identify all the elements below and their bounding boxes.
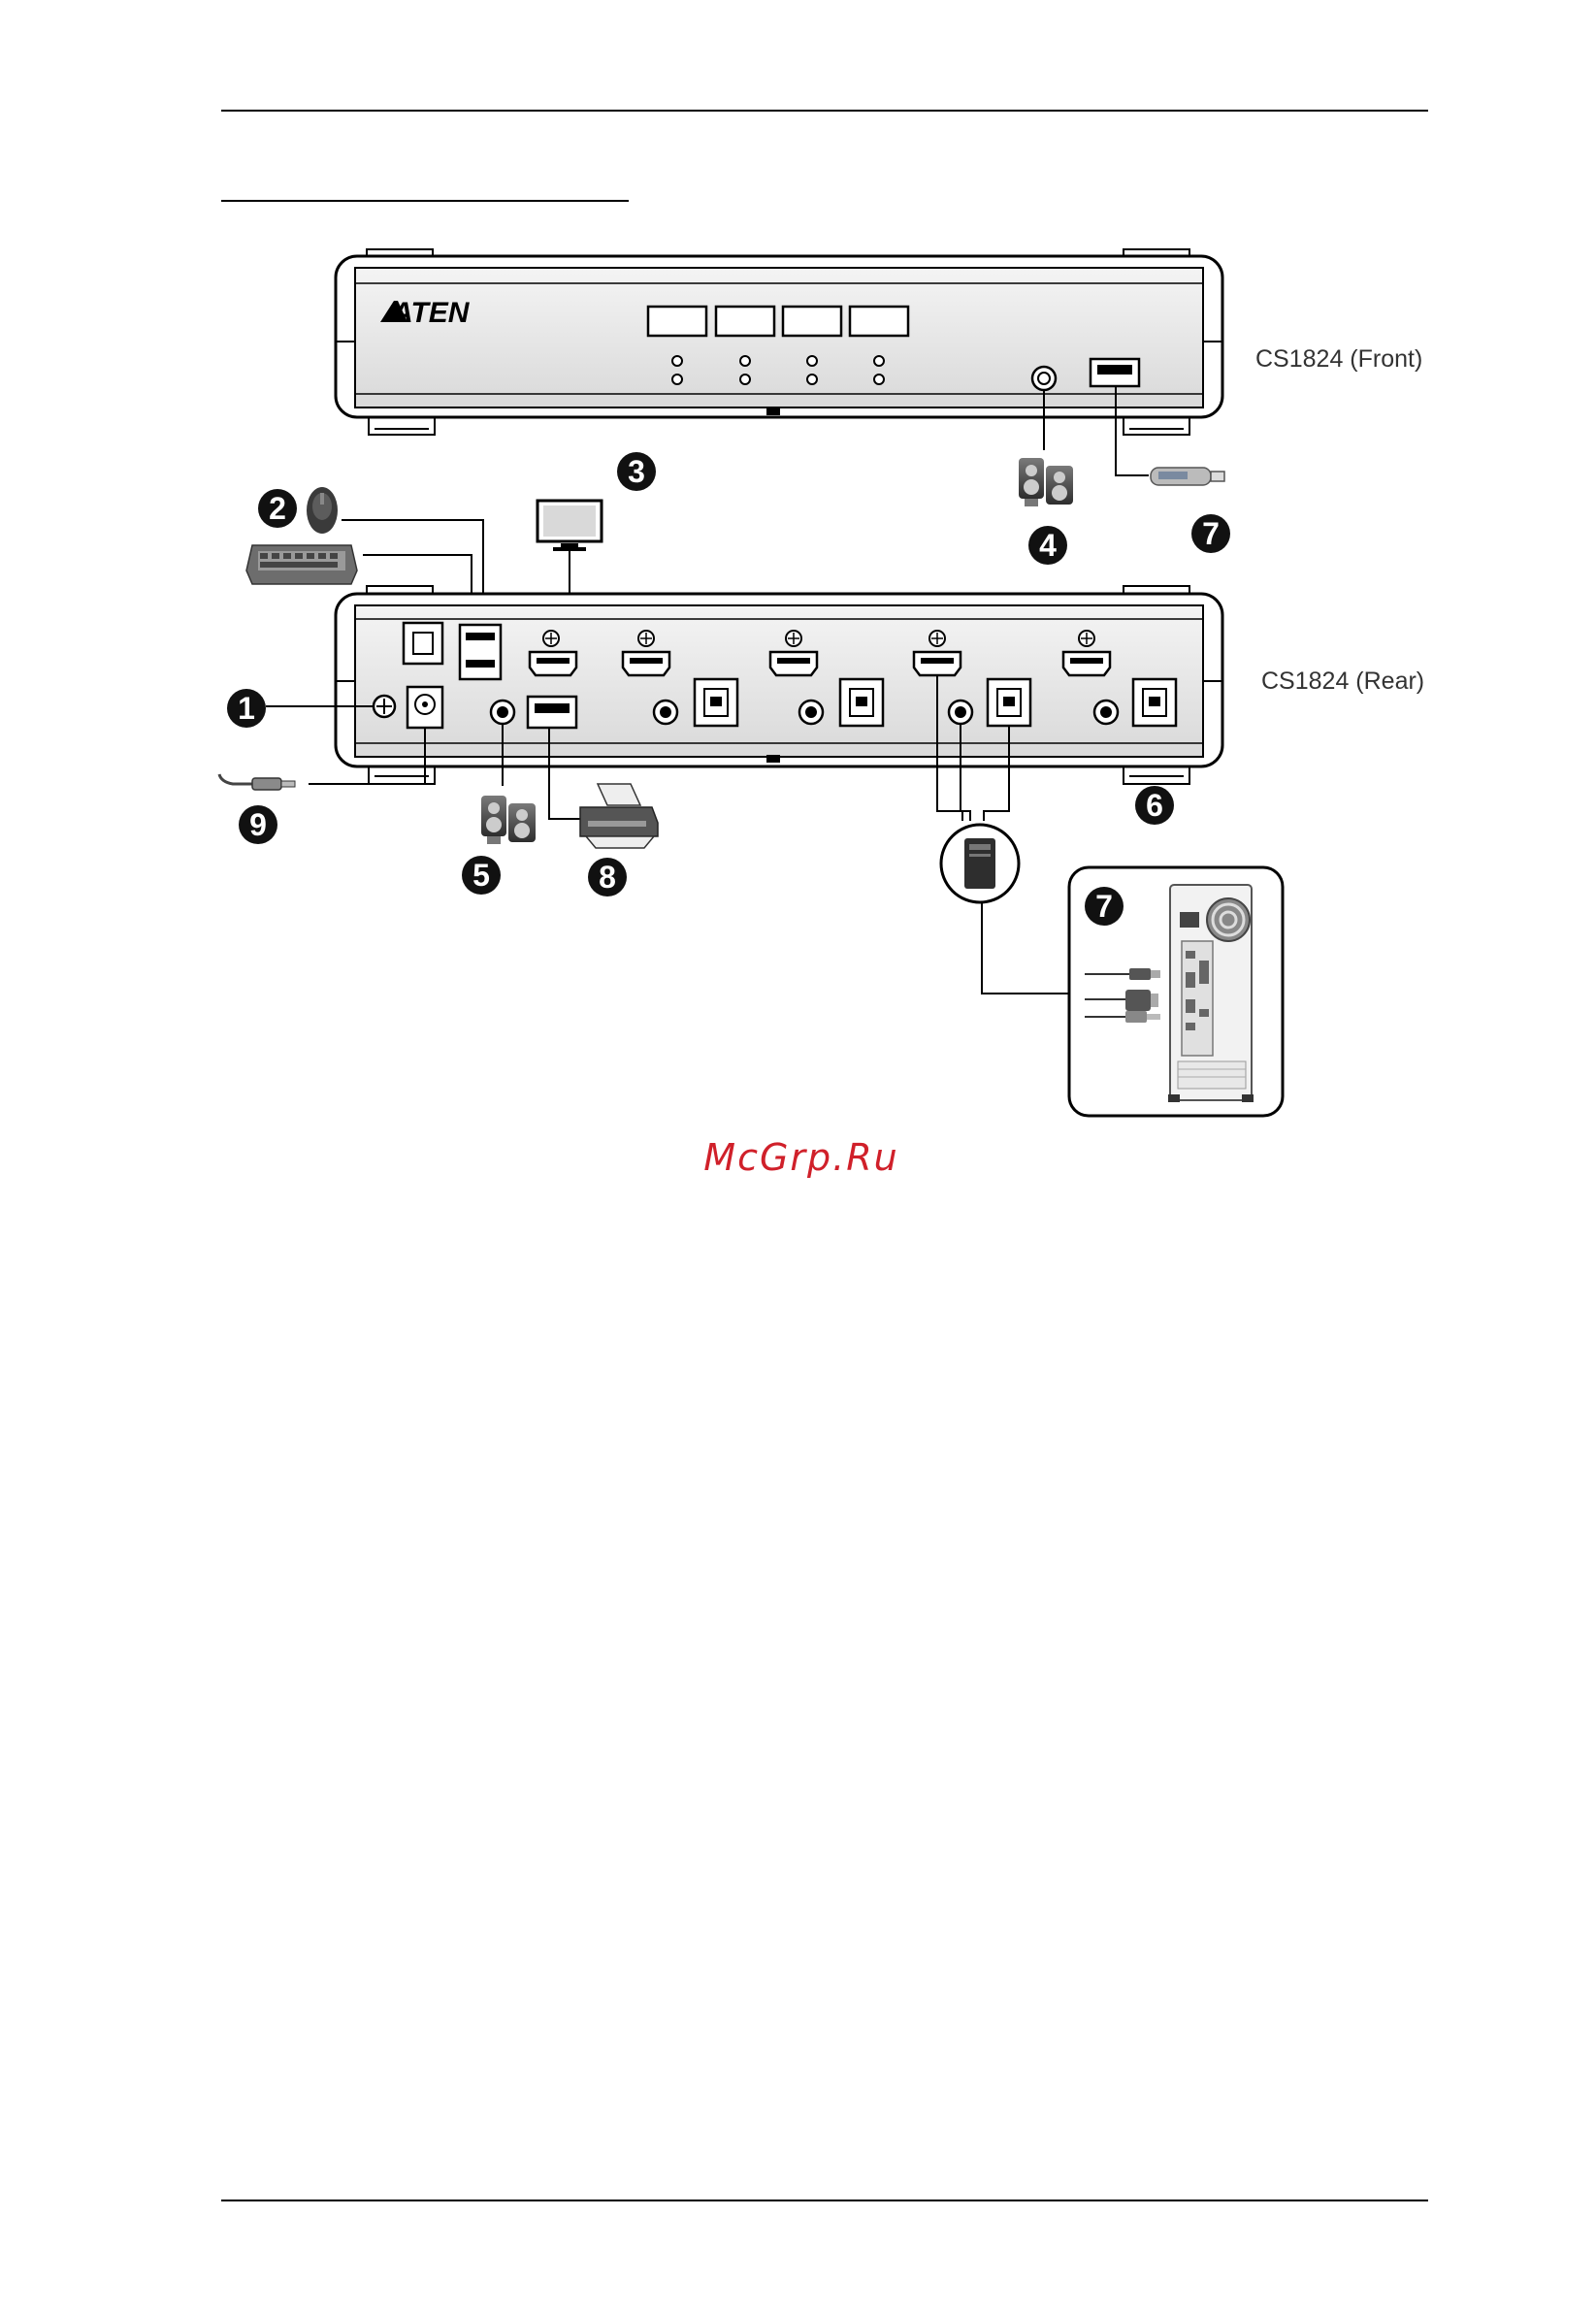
console-audio-jack-icon — [491, 701, 514, 724]
callout-4: 4 — [1028, 526, 1067, 565]
callout-2: 2 — [258, 489, 297, 528]
callout-6: 6 — [1135, 786, 1174, 825]
watermark-text: McGrp.Ru — [703, 1136, 898, 1179]
printer-icon — [580, 784, 658, 848]
svg-text:5: 5 — [472, 858, 490, 893]
svg-text:7: 7 — [1202, 516, 1220, 551]
svg-text:3: 3 — [628, 454, 645, 489]
svg-text:1: 1 — [238, 691, 255, 726]
front-label: CS1824 (Front) — [1255, 345, 1422, 373]
peripheral-usb-port-icon — [528, 697, 576, 728]
port-button-1[interactable] — [648, 307, 706, 336]
keyboard-icon — [246, 545, 357, 584]
svg-text:4: 4 — [1039, 528, 1057, 563]
front-usb-port-icon — [1091, 359, 1139, 386]
rj11-port-icon — [404, 623, 442, 664]
brand-logo-text: ATEN — [391, 297, 471, 329]
rear-label: CS1824 (Rear) — [1261, 668, 1424, 695]
pc-bubble — [941, 825, 1019, 902]
svg-text:6: 6 — [1146, 788, 1163, 823]
front-panel: ATEN — [336, 249, 1222, 435]
usb-drive-icon — [1151, 468, 1224, 485]
callout-8: 8 — [588, 858, 627, 896]
console-usb-ports-icon — [460, 625, 501, 679]
svg-text:9: 9 — [249, 807, 267, 842]
rear-panel — [336, 586, 1222, 784]
callout-7-bottom: 7 — [1085, 887, 1124, 926]
callout-1: 1 — [227, 689, 266, 728]
callout-9: 9 — [239, 805, 277, 844]
power-jack-icon — [407, 687, 442, 728]
computer-detail-box: 7 — [1069, 867, 1283, 1116]
pc-tower-icon — [1168, 885, 1254, 1102]
svg-text:7: 7 — [1095, 889, 1113, 924]
port-button-4[interactable] — [850, 307, 908, 336]
mouse-icon — [307, 487, 338, 534]
svg-text:2: 2 — [269, 491, 286, 526]
callout-7-top: 7 — [1191, 514, 1230, 553]
power-adapter-icon — [219, 774, 295, 790]
callout-5: 5 — [462, 856, 501, 895]
monitor-icon — [537, 501, 602, 551]
port-button-2[interactable] — [716, 307, 774, 336]
console-speakers-icon — [481, 796, 536, 844]
port-button-3[interactable] — [783, 307, 841, 336]
callout-3: 3 — [617, 452, 656, 491]
aten-logo-icon: ATEN — [380, 297, 471, 329]
svg-text:8: 8 — [599, 860, 616, 895]
ground-terminal-icon — [374, 696, 395, 717]
front-audio-jack-icon — [1032, 367, 1056, 390]
speakers-icon — [1019, 458, 1073, 506]
